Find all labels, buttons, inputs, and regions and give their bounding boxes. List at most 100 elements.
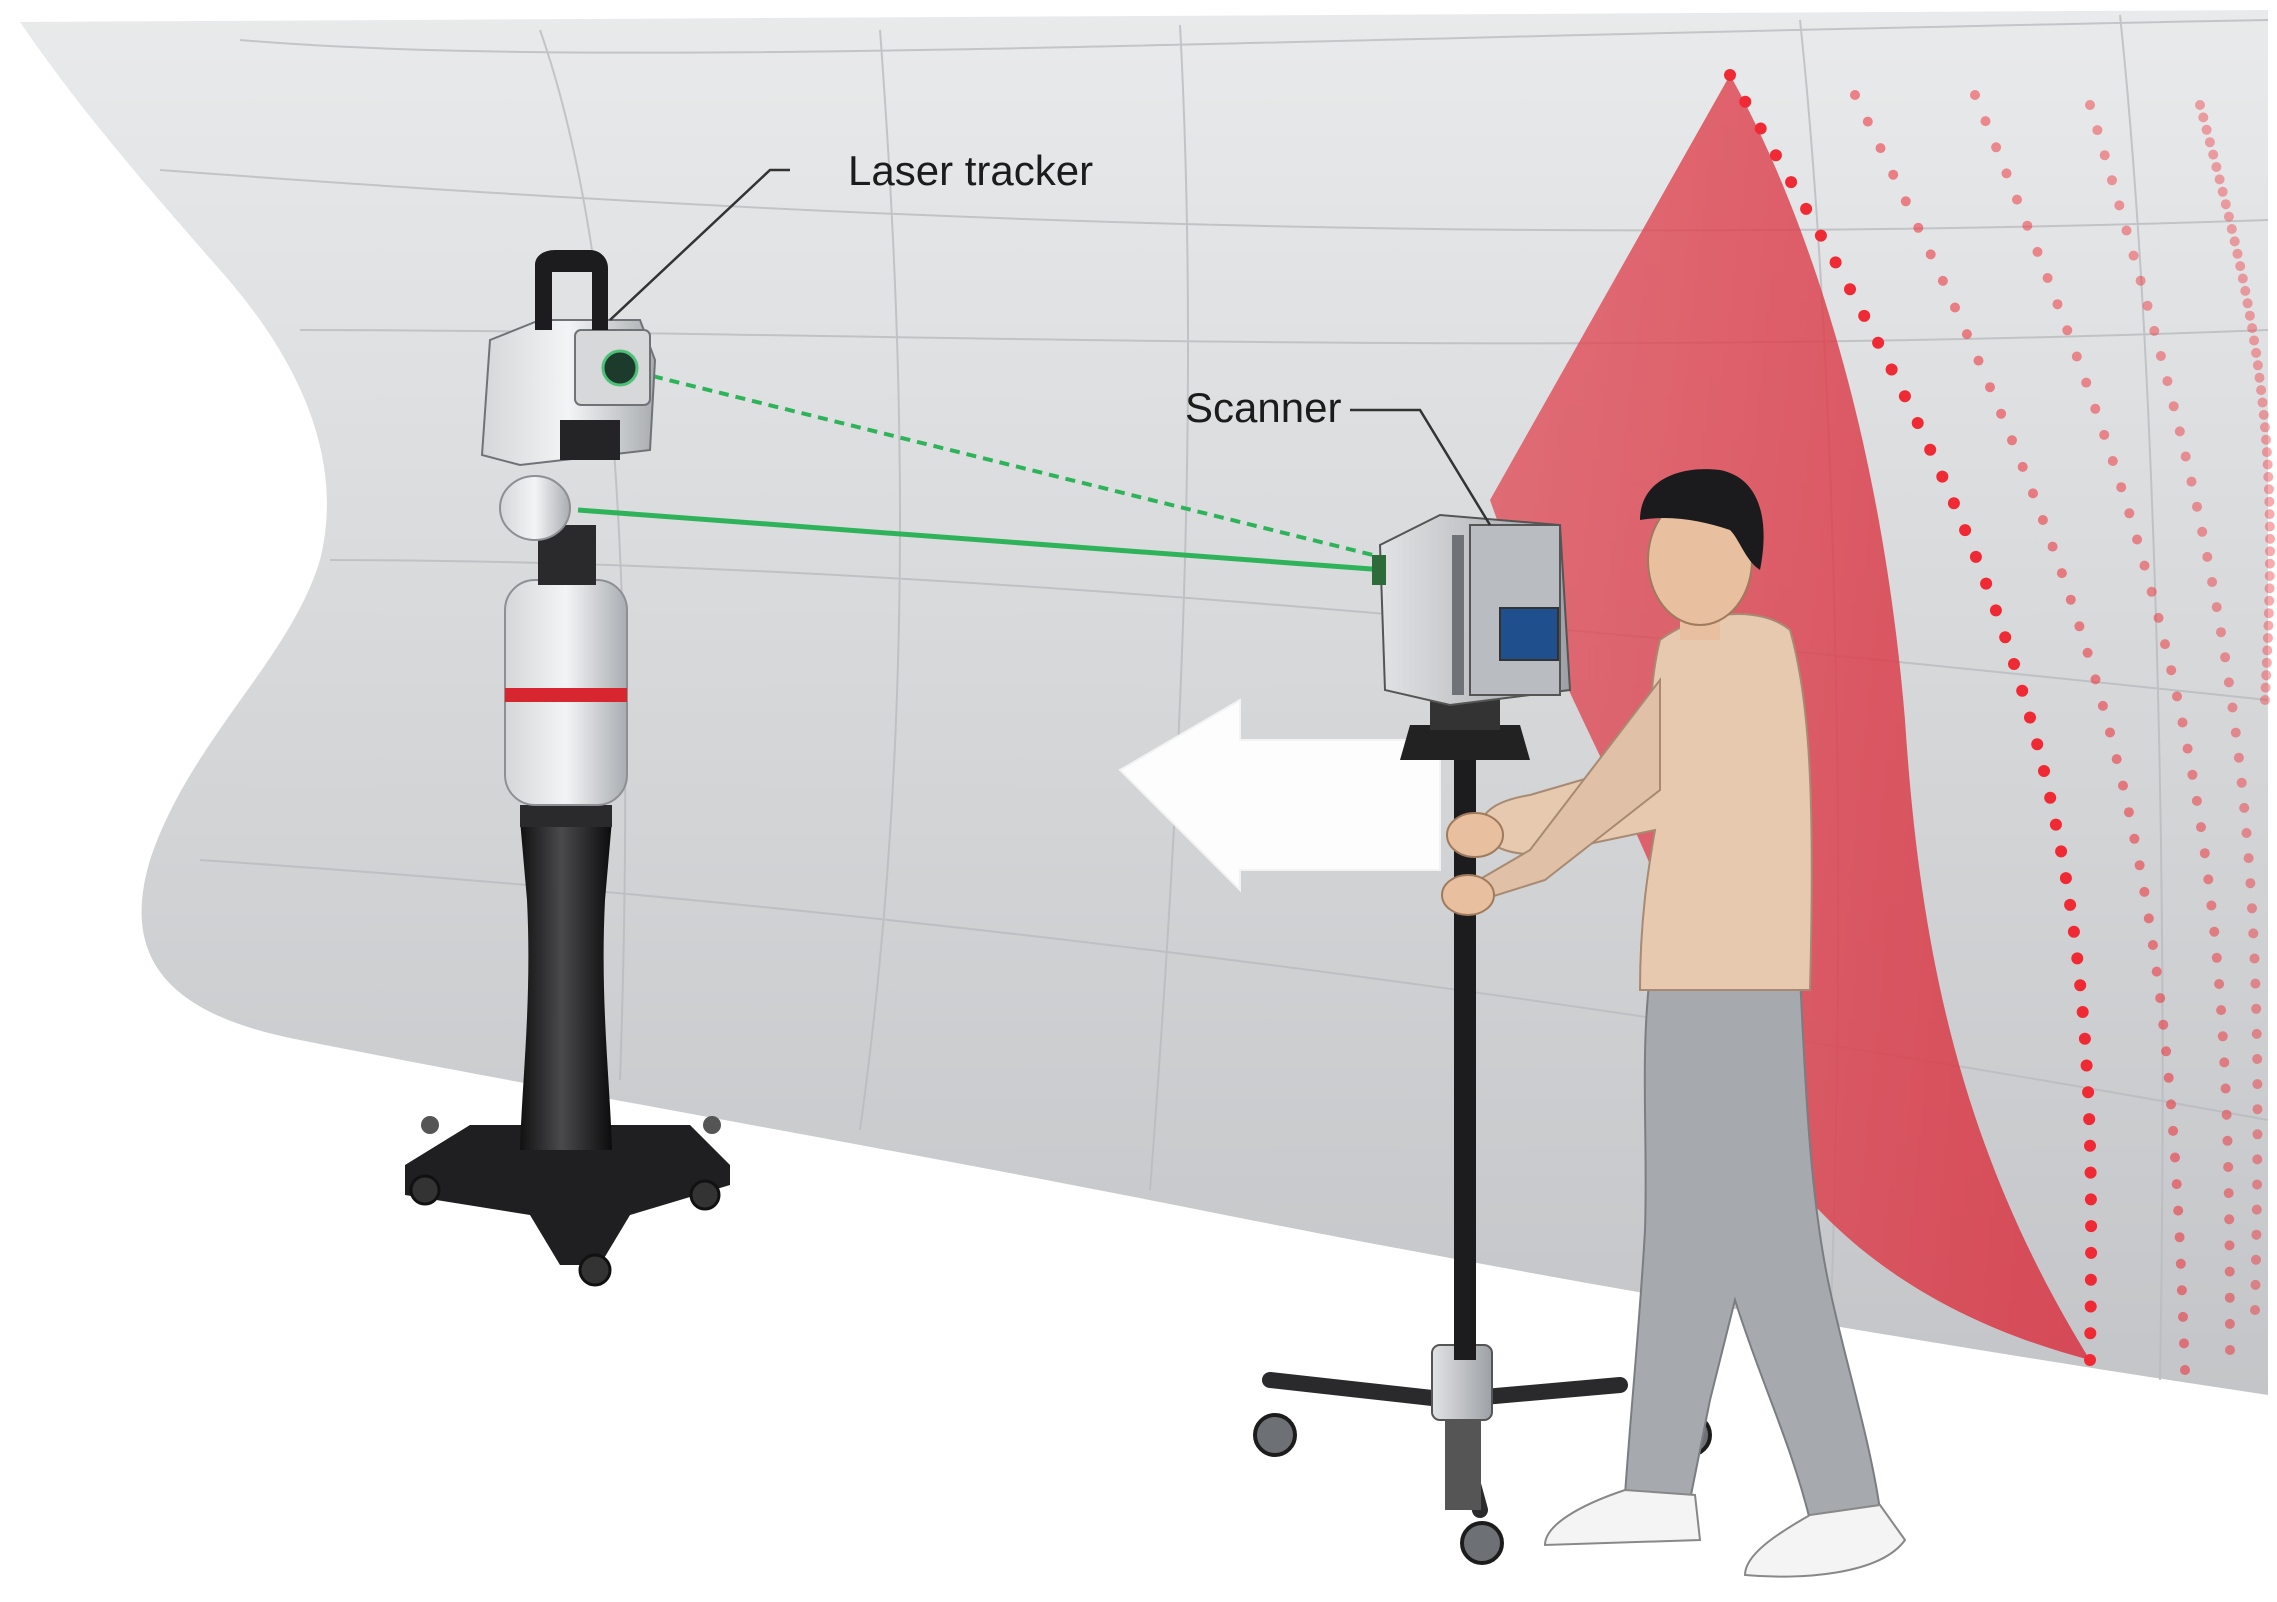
laser-dot — [2047, 541, 2058, 552]
laser-dot — [2217, 1031, 2228, 1042]
laser-dot — [2084, 1300, 2097, 1313]
laser-dot — [2199, 848, 2210, 859]
laser-dot — [2081, 377, 2092, 388]
laser-dot — [1989, 604, 2002, 617]
laser-dot — [2264, 558, 2275, 569]
tracking-beam-dashed — [619, 366, 1386, 560]
tracker-handle — [535, 250, 608, 330]
laser-dot — [2220, 652, 2231, 663]
laser-dot — [2250, 1279, 2261, 1290]
laser-dot — [2179, 1338, 2189, 1349]
laser-dot — [2056, 568, 2067, 579]
laser-dot — [2217, 186, 2228, 197]
callout-laser-tracker: Laser tracker — [609, 147, 1093, 321]
laser-dot — [2261, 434, 2271, 445]
tracking-beams — [577, 366, 1386, 573]
laser-dot — [2262, 459, 2273, 470]
laser-dot — [2260, 422, 2270, 433]
laser-dot — [2262, 633, 2273, 643]
laser-dot — [2263, 620, 2274, 631]
laser-dot — [2232, 248, 2243, 259]
laser-dot — [2240, 285, 2251, 296]
laser-dot — [2084, 1166, 2097, 1179]
laser-dot — [2097, 700, 2108, 711]
laser-dot — [1991, 142, 2002, 153]
laser-dot — [1980, 116, 1991, 127]
laser-dot — [2242, 298, 2253, 309]
callout-scanner: Scanner — [1185, 384, 1492, 526]
laser-dot — [2223, 211, 2234, 222]
laser-dot — [2084, 1327, 2097, 1340]
laser-dot — [2249, 335, 2260, 346]
laser-dot — [2209, 926, 2220, 937]
laser-dot — [2252, 1104, 2263, 1115]
laser-dot — [2204, 137, 2215, 148]
tracking-beam-solid — [577, 507, 1386, 573]
laser-dot — [2250, 1305, 2260, 1315]
laser-dot — [2225, 1345, 2235, 1355]
laser-dot — [2123, 807, 2134, 818]
laser-dot — [2251, 347, 2262, 358]
laser-dot — [2084, 1193, 2097, 1206]
laser-dot — [2224, 1292, 2235, 1303]
laser-dot — [1970, 90, 1980, 100]
laser-dot — [1973, 355, 1984, 366]
laser-dot — [2257, 397, 2268, 408]
laser-tracker-label: Laser tracker — [848, 147, 1093, 194]
laser-dot — [1924, 443, 1937, 456]
laser-dot — [2264, 595, 2275, 606]
laser-dot — [2161, 1046, 2172, 1057]
laser-dot — [1724, 69, 1736, 81]
laser-dot — [2265, 546, 2275, 557]
laser-dot — [2022, 220, 2033, 231]
tracker-red-band — [505, 688, 627, 702]
tracker-column — [520, 820, 612, 1150]
laser-dot — [1969, 550, 1982, 563]
laser-dot — [2082, 647, 2093, 658]
laser-dot — [2178, 1311, 2188, 1322]
laser-dot — [2099, 150, 2110, 161]
laser-dot — [2083, 1113, 2096, 1126]
laser-dot — [2251, 1003, 2262, 1014]
laser-dot — [2160, 639, 2170, 650]
laser-dot — [2016, 684, 2029, 697]
laser-dot — [2059, 872, 2072, 885]
laser-dot — [2158, 1019, 2169, 1030]
laser-dot — [2186, 476, 2197, 487]
laser-dot — [2252, 360, 2263, 371]
laser-dot — [2168, 1125, 2179, 1136]
laser-dot — [2254, 372, 2265, 383]
laser-dot — [2107, 456, 2118, 466]
laser-dot — [1785, 176, 1798, 189]
laser-dot — [2264, 571, 2275, 581]
laser-dot — [2201, 124, 2212, 135]
laser-dot — [2146, 586, 2157, 597]
laser-dot — [2233, 752, 2244, 763]
laser-dot — [2151, 966, 2162, 977]
operator-shoe-right — [1743, 1503, 1907, 1578]
laser-dot — [2251, 1204, 2262, 1215]
laser-dot — [2192, 501, 2202, 512]
laser-dot — [2037, 515, 2048, 525]
laser-dot — [1961, 329, 1972, 340]
laser-dot — [2224, 1266, 2235, 1277]
operator — [1441, 469, 1907, 1578]
laser-dot — [1925, 249, 1936, 260]
laser-dot — [2128, 250, 2139, 261]
laser-dot — [2153, 612, 2164, 623]
laser-dot — [1950, 302, 1960, 313]
operator-shoe-left — [1543, 1488, 1702, 1547]
laser-dot — [2107, 175, 2117, 186]
laser-dot — [2247, 903, 2257, 914]
laser-dot — [2247, 323, 2258, 334]
laser-dot — [2216, 1005, 2227, 1016]
laser-dot — [2155, 351, 2166, 361]
laser-dot — [2227, 702, 2238, 713]
left-arrow-icon — [1118, 698, 1441, 893]
laser-dot — [2241, 828, 2252, 838]
laser-dot — [2263, 471, 2274, 482]
laser-dot — [2256, 385, 2267, 396]
laser-dot — [2071, 952, 2084, 965]
laser-dot — [2147, 940, 2158, 950]
laser-dot — [1947, 497, 1960, 510]
